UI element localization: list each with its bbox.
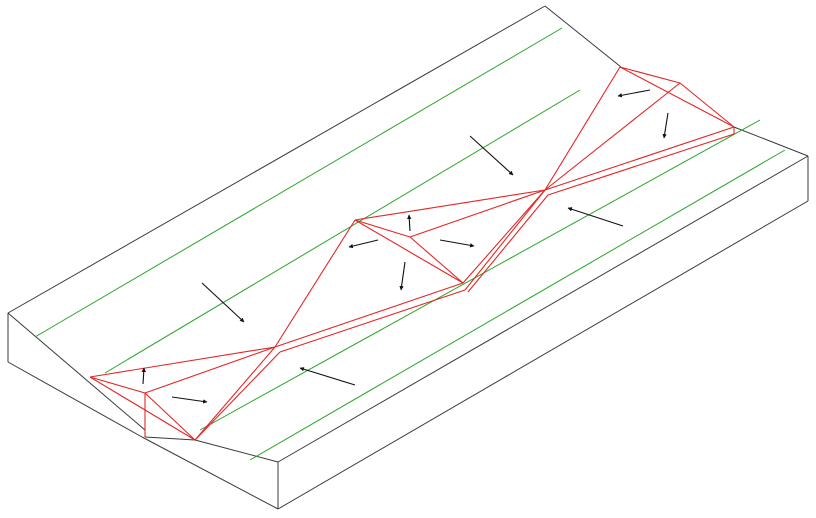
fault-segment <box>89 346 276 378</box>
fault-segment <box>467 194 549 293</box>
fault-network <box>89 66 735 441</box>
block-edge <box>7 5 546 314</box>
arrow <box>141 367 146 385</box>
block-edge <box>277 155 809 463</box>
arrow <box>439 239 475 248</box>
fault-segment <box>194 346 276 441</box>
block-edge <box>141 436 279 510</box>
fault-segment <box>354 189 546 221</box>
contour-line <box>249 149 786 461</box>
arrow <box>171 396 208 404</box>
arrow <box>201 282 245 323</box>
contour-line <box>104 89 581 374</box>
fault-segment <box>274 219 356 348</box>
contour-line <box>34 27 563 338</box>
fault-segment <box>619 66 735 128</box>
fault-segment <box>89 376 196 441</box>
contour-line <box>199 119 761 431</box>
arrow <box>399 261 406 291</box>
block-edge <box>7 312 146 431</box>
fault-segment <box>464 189 546 291</box>
fault-segment <box>462 189 546 284</box>
arrow <box>567 207 624 227</box>
block-edge <box>144 436 196 441</box>
fault-segment <box>354 219 411 238</box>
fault-segment <box>409 236 464 284</box>
arrow <box>299 367 356 386</box>
fault-segment <box>679 82 735 128</box>
motion-arrows <box>141 89 669 404</box>
fault-segment <box>547 133 735 196</box>
arrow <box>617 89 651 98</box>
fault-segment <box>544 82 681 191</box>
block-edge <box>544 5 622 68</box>
fault-segment <box>194 351 281 441</box>
fault-segment <box>89 376 146 394</box>
block-outline <box>7 5 809 510</box>
block-edge <box>277 200 809 510</box>
block-edge <box>733 126 809 157</box>
arrow <box>348 239 379 249</box>
fault-segment <box>144 346 276 394</box>
contour-lines <box>34 27 786 461</box>
arrow <box>662 112 669 139</box>
fault-segment <box>409 189 546 238</box>
arrow <box>469 135 514 176</box>
block-edge <box>194 439 279 463</box>
fault-segment <box>544 126 735 191</box>
fault-segment <box>544 66 621 191</box>
fault-segment <box>274 282 464 348</box>
fault-segment <box>619 66 681 84</box>
fault-segment <box>279 289 466 353</box>
block-edge <box>7 361 143 438</box>
fault-segment <box>354 219 464 284</box>
arrow <box>407 214 412 232</box>
fault-segment <box>144 392 196 441</box>
